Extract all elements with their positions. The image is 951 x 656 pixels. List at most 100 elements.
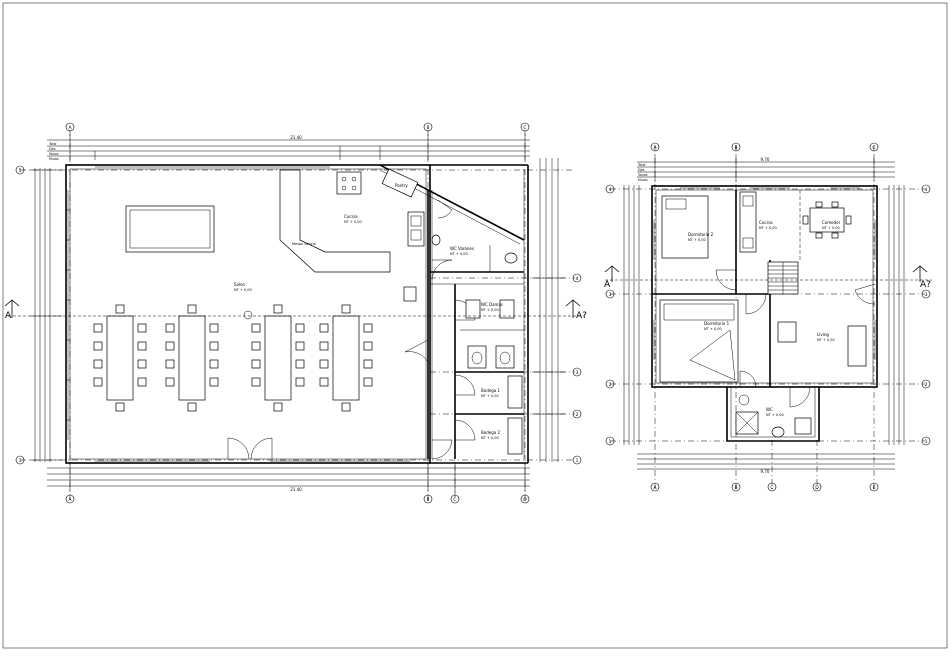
r-grid-top-c: C [872,145,875,151]
right-top-total: 9.70 [761,157,770,162]
right-row-label-vanos: Vanos [638,173,648,177]
sofa [847,325,867,367]
stove [336,171,362,195]
left-row-label-vanos: Vanos [49,152,59,156]
r-grid-right-1: 1 [925,439,928,445]
kitchen-counter-r [739,191,757,253]
left-room-labels: Salon NT + 0,00 Cocina NT + 0,00 WC Varo… [234,214,503,440]
right-side-dims [623,185,905,445]
screen-frame [125,205,215,253]
grid-bubble-bottom-d: D [523,497,527,503]
fridge [403,286,417,302]
grid-bubble-top-a: A [68,125,72,131]
grid-bubble-bottom-b: B [426,497,429,503]
grid-bubble-top-b: B [426,125,429,131]
room-label-comedor: Comedor [822,220,841,225]
left-top-dimensions: 21.40 Total Ejes Vanos Muros [47,134,530,161]
room-label-cocina-r: Cocina [759,220,773,225]
r-grid-bottom-c: C [770,485,773,491]
left-section-label-a: A [5,311,12,321]
room-label-pantry: Pantry [395,183,408,188]
room-label-bodega-2: Bodega 2 [481,430,500,435]
right-room-labels: Dormitorio 2 NT + 0,00 Cocina NT + 0,00 … [688,220,841,417]
left-floor-plan: 21.40 Total Ejes Vanos Muros 21.40 [4,122,587,504]
right-bottom-total: 9.70 [761,469,770,474]
room-level-comedor: NT + 0,00 [822,226,840,230]
grid-bubble-right-3: 3 [576,370,579,376]
grid-bubble-bottom-c: C [453,497,456,503]
room-level-cocina: NT + 0,00 [344,220,362,224]
r-grid-top-b: B [734,145,737,151]
room-label-wc-damas: WC Damas [481,302,503,307]
grid-bubble-top-c: C [523,125,526,131]
grid-bubble-right-2: 2 [576,412,579,418]
left-top-total: 21.40 [290,135,302,140]
room-level-dormitorio-1: NT + 0,00 [704,327,722,331]
left-outer-walls [65,164,529,464]
right-furniture [659,191,867,438]
column-marker [243,310,253,320]
r-grid-bottom-d: D [815,485,819,491]
wc-basin [794,417,812,435]
room-label-dormitorio-1: Dormitorio 1 [704,321,730,326]
right-walls [651,185,878,442]
right-row-label-ejes: Ejes [638,168,645,172]
r-grid-right-2: 2 [925,382,928,388]
room-level-bodega-1: NT + 0,00 [481,394,499,398]
grid-bubble-left-1: 1 [19,458,22,464]
r-grid-right-4: 4 [925,187,928,193]
grid-bubble-left-5: 5 [19,168,22,174]
armchair [777,321,797,343]
staircase [767,261,799,295]
right-doors [715,269,876,408]
left-row-label-muros: Muros [49,157,59,161]
dining-table-2 [165,304,219,412]
left-row-label-ejes: Ejes [49,147,56,151]
right-bottom-dimensions: 9.70 [637,453,895,474]
room-label-wc-varones: WC Varones [450,246,474,251]
bed-2 [661,195,709,259]
dining-table-3 [251,304,305,412]
r-grid-left-1: 1 [609,439,612,445]
dining-table-1 [93,304,147,412]
room-label-cocina: Cocina [344,214,358,219]
room-label-meson: Meson cocina [292,242,316,246]
r-grid-bottom-b: B [734,485,737,491]
grid-bubble-right-4: 4 [576,276,579,282]
right-section-label-a: A [604,280,611,290]
r-grid-right-3: 3 [925,292,928,298]
kitchen-counter [279,169,391,273]
room-level-cocina-r: NT + 0,00 [759,226,777,230]
r-grid-bottom-a: A [653,485,657,491]
room-level-wc-varones: NT + 0,00 [450,252,468,256]
right-grid-bubbles: A B C A B C D E 4 3 2 1 4 3 [605,142,931,492]
right-top-dimensions: 9.70 Total Ejes Vanos Muros [637,155,895,182]
left-section-marks: A A? [4,299,587,321]
dining-table-r [809,207,845,233]
left-row-label-total: Total [48,142,57,146]
r-grid-left-3: 3 [609,292,612,298]
right-row-label-muros: Muros [638,178,648,182]
room-level-wc-r: NT + 0,00 [766,413,784,417]
room-label-wc-r: WC [766,407,773,412]
right-section-marks: A A? [604,265,932,290]
right-floor-plan: 9.70 Total Ejes Vanos Muros 9.70 [604,142,932,492]
dining-table-4 [319,304,373,412]
dining-tables [93,304,373,412]
room-level-living: NT + 0,00 [817,338,835,342]
bed-1 [659,299,739,383]
room-label-salon: Salon [234,282,246,287]
r-grid-left-2: 2 [609,382,612,388]
left-grid-bubbles: A B C A B C D 5 1 4 3 2 1 [15,122,582,504]
room-level-dormitorio-2: NT + 0,00 [688,238,706,242]
left-bottom-dimensions: 21.40 [47,462,530,492]
room-label-bodega-1: Bodega 1 [481,388,500,393]
room-label-living: Living [817,332,829,337]
toilet [771,426,785,438]
sink-unit [407,211,425,247]
left-side-dimensions [30,168,62,462]
left-section-label-a2: A? [576,311,587,321]
